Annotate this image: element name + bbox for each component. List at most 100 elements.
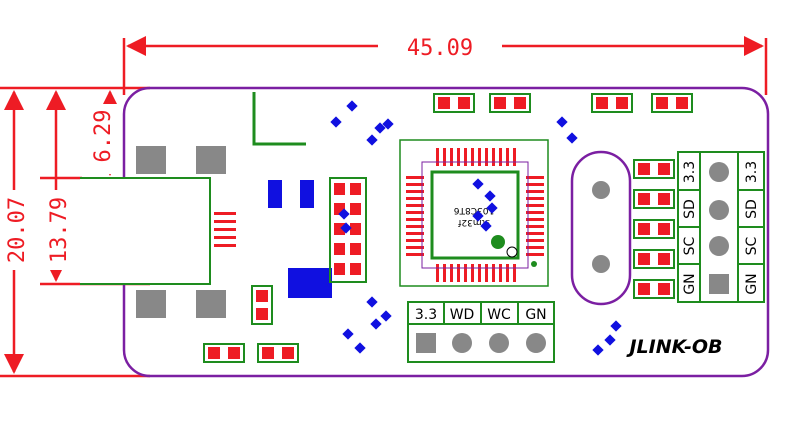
- usb-connector: [80, 146, 236, 318]
- dim-connector-label: 13.79: [47, 197, 72, 263]
- right-outer-label-1: 3.3: [744, 161, 760, 183]
- pin1-marker: [491, 235, 505, 249]
- mcu-chip: stm32f 103C8T6: [399, 139, 549, 287]
- right-pin-2: [709, 200, 729, 220]
- right-pin-3: [709, 236, 729, 256]
- pin1-dot: [506, 246, 518, 258]
- usb-shield-pad-tl: [136, 146, 166, 174]
- mcu-pin: [443, 148, 446, 166]
- mcu-pin: [492, 264, 495, 282]
- via: [556, 116, 568, 128]
- mcu-pin: [526, 211, 544, 214]
- via: [380, 310, 392, 322]
- right-pin-4: [709, 274, 729, 294]
- mcu-pin: [526, 232, 544, 235]
- mcu-pin: [471, 148, 474, 166]
- mcu-pin: [406, 190, 424, 193]
- via: [338, 208, 350, 220]
- via: [370, 318, 382, 330]
- mcu-pin: [464, 148, 467, 166]
- blue-cap-1: [268, 180, 282, 208]
- mcu-pin: [526, 246, 544, 249]
- via: [354, 342, 366, 354]
- vias: [330, 100, 622, 356]
- mcu-pin: [526, 218, 544, 221]
- right-header: 3.3 SD SC GN 3.3 SD SC GN: [677, 151, 765, 303]
- dim-connector-bg: [44, 190, 70, 270]
- right-inner-label-3: SC: [682, 236, 698, 255]
- dim-length-label: 45.09: [407, 36, 473, 61]
- right-inner-label-2: SD: [682, 199, 698, 219]
- via: [366, 296, 378, 308]
- via: [472, 178, 484, 190]
- via: [484, 190, 496, 202]
- via: [566, 132, 578, 144]
- chip-marking-line2: 103C8T6: [454, 205, 495, 215]
- via: [472, 210, 484, 222]
- mcu-pin: [506, 264, 509, 282]
- right-outer-label-4: GN: [744, 273, 760, 294]
- mcu-pin: [406, 246, 424, 249]
- mcu-pin: [478, 264, 481, 282]
- led-component: [251, 285, 273, 325]
- via: [486, 202, 498, 214]
- mcu-pin: [513, 264, 516, 282]
- mcu-pin: [450, 264, 453, 282]
- mcu-pin: [450, 148, 453, 166]
- top-resistors: [433, 93, 693, 113]
- dim-total-bg: [2, 190, 28, 270]
- via: [366, 134, 378, 146]
- mcu-pin: [406, 211, 424, 214]
- bottom-label-3: WC: [487, 307, 511, 323]
- mcu-pin: [457, 264, 460, 282]
- chip-marking-line1: stm32f: [457, 217, 489, 227]
- mcu-pin: [499, 148, 502, 166]
- silkscreen-bracket: [252, 92, 306, 146]
- via: [330, 116, 342, 128]
- dim-offset-bg: [98, 104, 124, 174]
- mcu-pin: [478, 148, 481, 166]
- mcu-pin: [492, 148, 495, 166]
- mcu-pin: [406, 218, 424, 221]
- mcu-pin: [406, 183, 424, 186]
- mcu-pin: [526, 204, 544, 207]
- usb-shield-pad-tr: [196, 146, 226, 174]
- regulator: [288, 268, 332, 298]
- mcu-pin: [464, 264, 467, 282]
- bottom-label-1: 3.3: [415, 307, 437, 323]
- blue-cap-2: [300, 180, 314, 208]
- bottom-pin-1: [416, 333, 436, 353]
- mcu-pin: [406, 204, 424, 207]
- mcu-pin: [526, 197, 544, 200]
- resistor-array: [329, 177, 367, 283]
- bottom-pin-2: [452, 333, 472, 353]
- usb-shield-pad-br: [196, 290, 226, 318]
- crystal: [570, 150, 632, 306]
- mcu-pin: [443, 264, 446, 282]
- mcu-pin: [526, 225, 544, 228]
- mcu-pin: [526, 239, 544, 242]
- mcu-pin: [526, 183, 544, 186]
- board-outline: [122, 86, 770, 378]
- mcu-pin: [526, 253, 544, 256]
- via: [610, 320, 622, 332]
- mcu-pin: [457, 148, 460, 166]
- mcu-pin: [526, 176, 544, 179]
- mcu-pin: [436, 264, 439, 282]
- bottom-label-2: WD: [450, 307, 475, 323]
- mcu-pin: [526, 190, 544, 193]
- via: [342, 328, 354, 340]
- usb-shield-pad-bl: [136, 290, 166, 318]
- mcu-pin: [506, 148, 509, 166]
- board-logo: JLINK-OB: [625, 336, 722, 358]
- bottom-pin-4: [526, 333, 546, 353]
- mcu-pin: [499, 264, 502, 282]
- right-inner-label-4: GN: [682, 273, 698, 294]
- mcu-pin: [406, 225, 424, 228]
- bottom-pin-3: [489, 333, 509, 353]
- bottom-label-4: GN: [525, 307, 546, 323]
- mcu-pin: [406, 253, 424, 256]
- dim-total-label: 20.07: [5, 197, 30, 263]
- right-outer-label-2: SD: [744, 199, 760, 219]
- right-inner-label-1: 3.3: [682, 161, 698, 183]
